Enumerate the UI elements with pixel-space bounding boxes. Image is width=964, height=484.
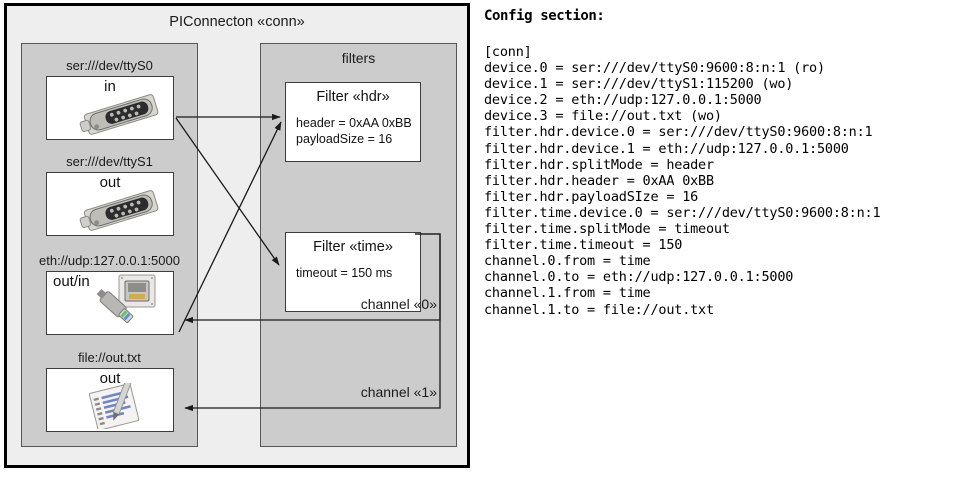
device-direction: out	[99, 174, 121, 191]
text-file-icon	[88, 383, 140, 429]
device-direction: out/in	[53, 273, 90, 290]
config-line: [conn]	[484, 44, 532, 60]
config-line: filter.hdr.payloadSIze = 16	[484, 188, 699, 205]
config-line: filter.time.device.0 = ser:///dev/ttyS0:…	[484, 204, 881, 221]
connection-diagram: PIConnecton «conn» ser:///dev/ttyS0 in	[4, 3, 470, 468]
config-line: filter.time.splitMode = timeout	[484, 221, 730, 238]
device-direction: in	[104, 78, 116, 95]
config-line: filter.hdr.splitMode = header	[484, 156, 714, 173]
config-heading: Config section:	[484, 8, 605, 24]
filter-prop: payloadSize = 16	[296, 132, 393, 146]
ethernet-jack-icon	[96, 274, 156, 323]
config-line: channel.0.to = eth://udp:127.0.0.1:5000	[484, 269, 794, 286]
config-line: device.1 = ser:///dev/ttyS1:115200 (wo)	[484, 76, 794, 93]
config-line: filter.hdr.header = 0xAA 0xBB	[484, 172, 714, 189]
serial-port-icon	[79, 94, 159, 135]
device-label: ser:///dev/ttyS1	[66, 154, 153, 169]
device-box[interactable]: out/in	[46, 271, 174, 335]
config-text-block: [conn]device.0 = ser:///dev/ttyS0:9600:8…	[484, 44, 881, 318]
device-label: file://out.txt	[78, 350, 141, 365]
device-box[interactable]: out	[46, 172, 174, 236]
filters-panel-title: filters	[341, 50, 376, 66]
device-box[interactable]: in	[46, 76, 174, 140]
config-line: channel.0.from = time	[484, 253, 651, 270]
device-box[interactable]: out	[46, 368, 174, 432]
channel-1-label: channel «1»	[360, 384, 437, 400]
config-line: channel.1.to = file://out.txt	[484, 301, 714, 318]
filter-title: Filter «time»	[313, 239, 393, 255]
filter-properties: timeout = 150 ms	[296, 265, 392, 281]
config-line: device.0 = ser:///dev/ttyS0:9600:8:n:1 (…	[484, 60, 825, 77]
device-label: eth://udp:127.0.0.1:5000	[39, 253, 180, 268]
config-line: channel.1.from = time	[484, 285, 651, 302]
config-line: device.2 = eth://udp:127.0.0.1:5000	[484, 92, 762, 109]
filters-panel: filters Filter «hdr» header = 0xAA 0xBB …	[260, 43, 457, 447]
diagram-title: PIConnecton «conn»	[169, 14, 305, 30]
device-direction: out	[99, 370, 121, 387]
serial-port-icon	[79, 190, 159, 231]
devices-panel: ser:///dev/ttyS0 in	[21, 43, 198, 447]
config-section: Config section: [conn]device.0 = ser:///…	[484, 0, 960, 484]
filter-hdr-card[interactable]: Filter «hdr» header = 0xAA 0xBB payloadS…	[285, 82, 421, 162]
filter-title: Filter «hdr»	[316, 89, 390, 105]
config-line: device.3 = file://out.txt (wo)	[484, 108, 722, 125]
filter-prop: timeout = 150 ms	[296, 266, 393, 280]
channel-0-label: channel «0»	[360, 296, 437, 312]
filter-properties: header = 0xAA 0xBB payloadSize = 16	[296, 115, 412, 147]
config-line: filter.time.timeout = 150	[484, 237, 683, 254]
filter-prop: header = 0xAA 0xBB	[296, 116, 412, 130]
config-line: filter.hdr.device.0 = ser:///dev/ttyS0:9…	[484, 124, 873, 141]
config-line: filter.hdr.device.1 = eth://udp:127.0.0.…	[484, 140, 849, 157]
device-label: ser:///dev/ttyS0	[66, 58, 153, 73]
